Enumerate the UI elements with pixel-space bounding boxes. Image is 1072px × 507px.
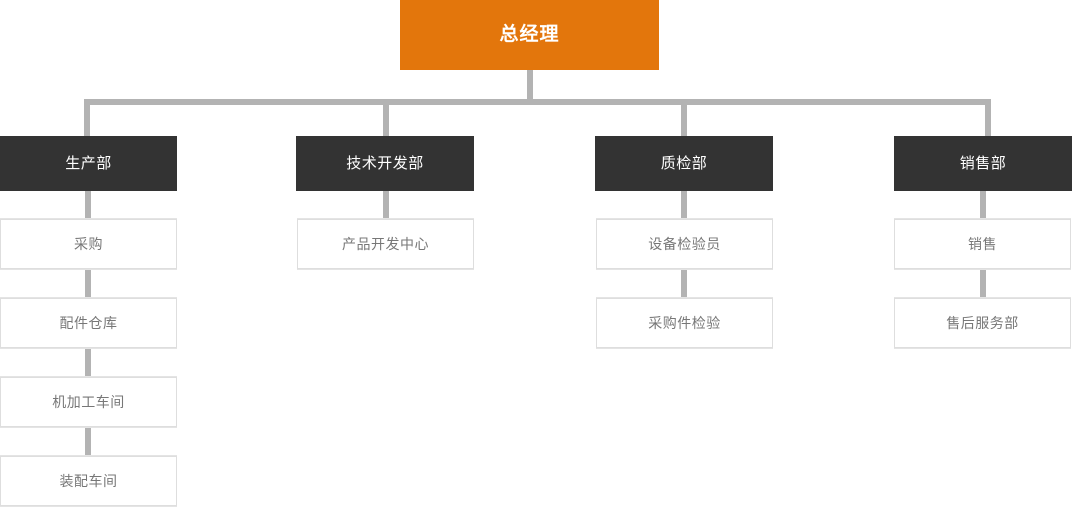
node-sub-product-development-center[interactable]: 产品开发中心 [297, 219, 474, 269]
connector-drop-dept-3 [681, 99, 687, 136]
connector-drop-dept-2 [383, 99, 389, 136]
node-general-manager[interactable]: 总经理 [400, 0, 659, 70]
connector-d4-to-d4s1 [980, 190, 986, 219]
node-sub-procurement[interactable]: 采购 [0, 219, 177, 269]
node-sub-equipment-inspector[interactable]: 设备检验员 [596, 219, 773, 269]
node-department-quality[interactable]: 质检部 [595, 136, 773, 191]
connector-d4s1-to-d4s2 [980, 269, 986, 298]
connector-d2-to-d2s1 [383, 190, 389, 219]
node-department-technology[interactable]: 技术开发部 [296, 136, 474, 191]
connector-root-stem [527, 69, 533, 105]
node-department-sales[interactable]: 销售部 [894, 136, 1072, 191]
connector-d3-to-d3s1 [681, 190, 687, 219]
node-sub-parts-warehouse[interactable]: 配件仓库 [0, 298, 177, 348]
node-department-production[interactable]: 生产部 [0, 136, 177, 191]
connector-d1s2-to-d1s3 [85, 348, 91, 377]
connector-drop-dept-4 [985, 99, 991, 136]
node-sub-after-sales-service[interactable]: 售后服务部 [894, 298, 1071, 348]
connector-horizontal-bus [84, 99, 991, 105]
connector-d1s3-to-d1s4 [85, 427, 91, 456]
node-sub-purchased-parts-inspection[interactable]: 采购件检验 [596, 298, 773, 348]
connector-d1s1-to-d1s2 [85, 269, 91, 298]
node-sub-sales[interactable]: 销售 [894, 219, 1071, 269]
connector-d3s1-to-d3s2 [681, 269, 687, 298]
node-sub-assembly-workshop[interactable]: 装配车间 [0, 456, 177, 506]
connector-drop-dept-1 [84, 99, 90, 136]
node-sub-machining-workshop[interactable]: 机加工车间 [0, 377, 177, 427]
connector-d1-to-d1s1 [85, 190, 91, 219]
